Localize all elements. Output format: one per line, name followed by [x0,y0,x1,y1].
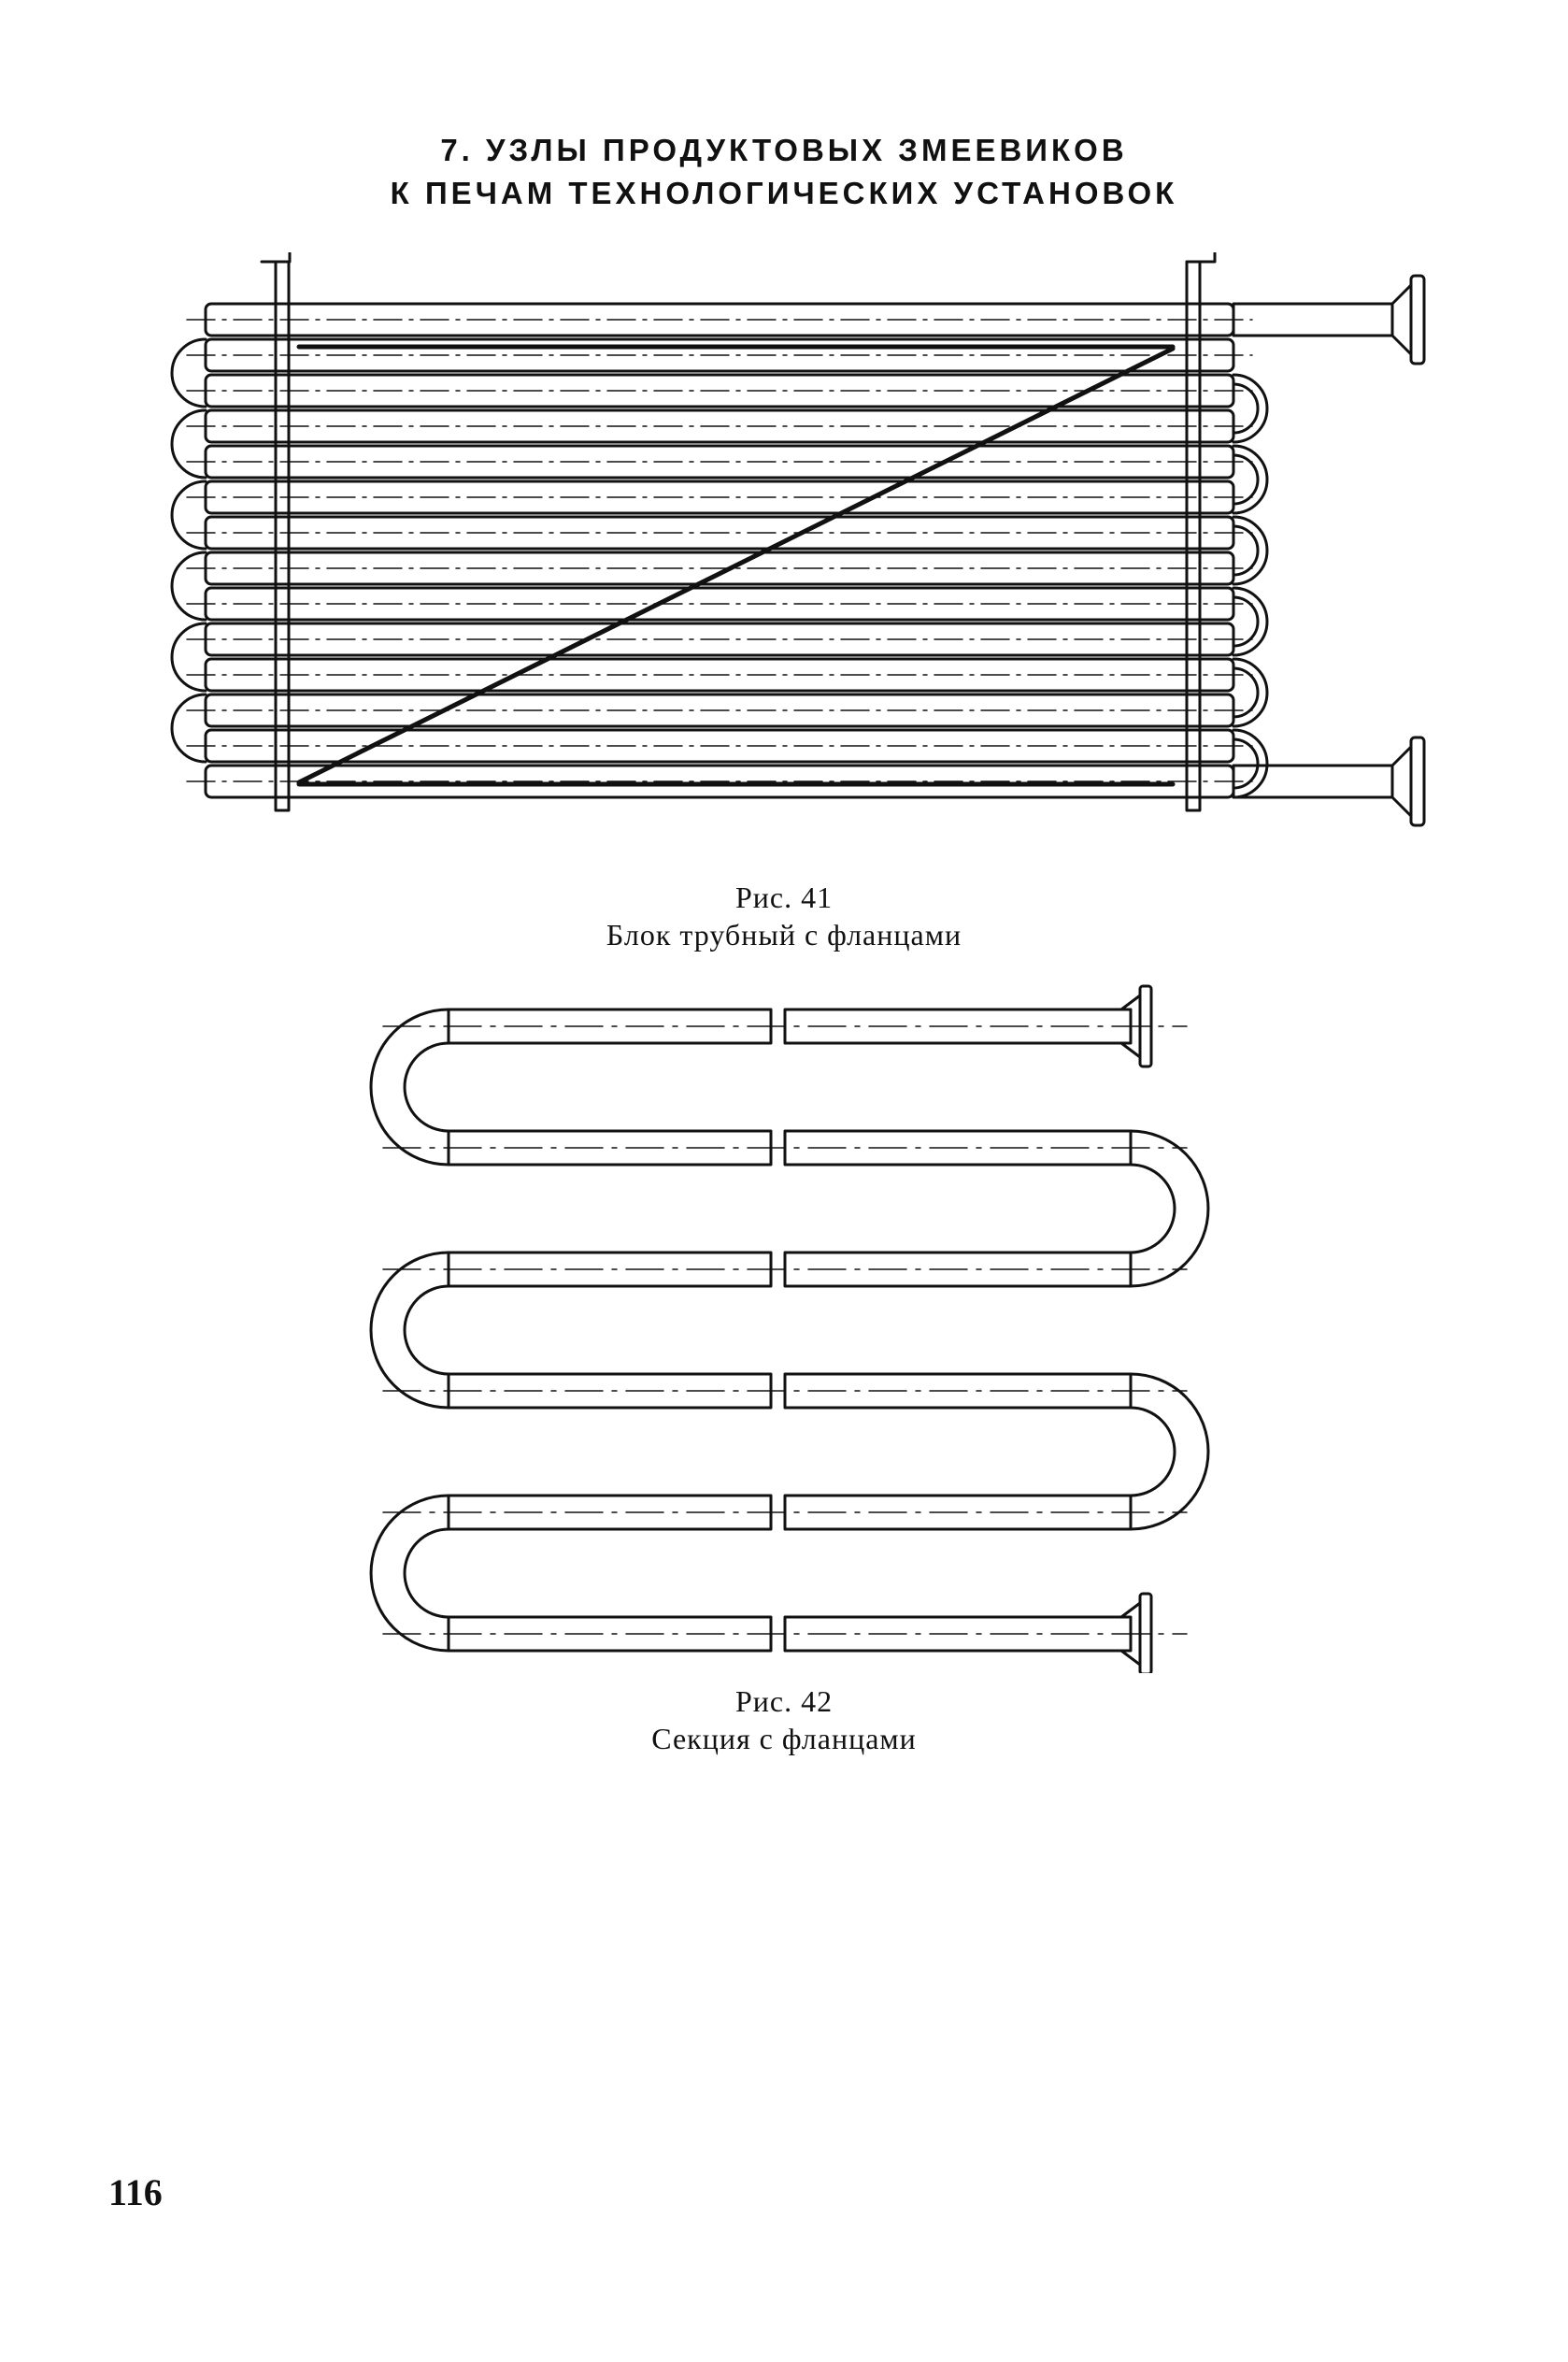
page-number: 116 [108,2171,163,2213]
right-return-bend [1232,728,1269,799]
figure-42-label: Рис. 42 [734,1684,834,1718]
figure-41-caption: Рис. 41 Блок трубный с фланцами [0,879,1568,953]
section-heading: 7. УЗЛЫ ПРОДУКТОВЫХ ЗМЕЕВИКОВ К ПЕЧАМ ТЕ… [0,129,1568,215]
right-return-bend-inner [1232,595,1260,648]
figure-41-label: Рис. 41 [734,880,834,914]
left-return-bend [170,480,207,551]
heading-line-2: К ПЕЧАМ ТЕХНОЛОГИЧЕСКИХ УСТАНОВОК [390,176,1178,210]
left-return-bend [170,551,207,622]
right-return-bend-inner [1232,524,1260,577]
figure-42-caption: Рис. 42 Секция с фланцами [0,1682,1568,1757]
right-return-bend [1232,444,1269,515]
right-return-bend [1232,586,1269,657]
right-return-bend-inner [1232,453,1260,506]
left-sheet-lug [260,252,292,264]
top-end-flange [1138,984,1153,1068]
right-return-bend [1232,515,1269,586]
right-return-bend-inner [1232,382,1260,435]
u-bend-right [1129,1129,1210,1288]
figure-42-coil-section-drawing [369,984,1210,1673]
heading-line-1: 7. УЗЛЫ ПРОДУКТОВЫХ ЗМЕЕВИКОВ [440,133,1128,167]
left-return-bend [170,693,207,764]
right-return-bend [1232,657,1269,728]
inlet-nozzle [1232,302,1394,337]
figure-41-tube-block-drawing [170,252,1426,827]
nozzle-cone [1390,745,1413,818]
nozzle-cone [1390,283,1413,356]
left-return-bend [170,337,207,408]
right-return-bend [1232,373,1269,444]
right-sheet-lug [1185,252,1217,264]
left-return-bend [170,408,207,480]
u-bend-left [369,1494,450,1653]
right-return-bend-inner [1232,666,1260,719]
u-bend-left [369,1008,450,1167]
left-return-bend [170,622,207,693]
outlet-nozzle [1232,764,1394,799]
left-tube-sheet [274,260,291,812]
u-bend-left [369,1251,450,1410]
diagonal-brace [296,346,1176,785]
right-tube-sheet [1185,260,1202,812]
u-bend-right [1129,1372,1210,1531]
figure-41-title: Блок трубный с фланцами [606,918,962,952]
right-return-bend-inner [1232,737,1260,790]
nozzle-flange [1409,274,1426,365]
nozzle-flange [1409,736,1426,827]
figure-42-title: Секция с фланцами [651,1722,917,1755]
bottom-end-flange [1138,1592,1153,1673]
